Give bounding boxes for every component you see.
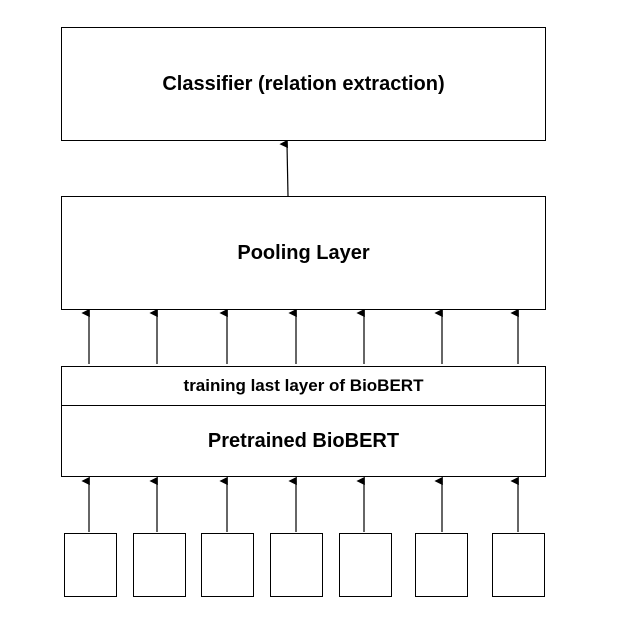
training-last-layer-label: training last layer of BioBERT (183, 376, 424, 395)
classifier-box: Classifier (relation extraction) (61, 27, 546, 141)
arrow-pooling-to-classifier (279, 139, 289, 197)
input-token-box-1 (64, 533, 117, 597)
pretrained-biobert-box: Pretrained BioBERT (61, 405, 546, 477)
input-token-box-7 (492, 533, 545, 597)
input-token-box-6 (415, 533, 468, 597)
input-token-box-3 (201, 533, 254, 597)
input-token-box-2 (133, 533, 186, 597)
pretrained-biobert-label: Pretrained BioBERT (207, 429, 400, 452)
input-token-box-5 (339, 533, 392, 597)
classifier-label: Classifier (relation extraction) (162, 72, 445, 95)
training-last-layer-box: training last layer of BioBERT (61, 366, 546, 406)
pooling-layer-label: Pooling Layer (237, 241, 370, 264)
pooling-layer-box: Pooling Layer (61, 196, 546, 310)
input-token-box-4 (270, 533, 323, 597)
